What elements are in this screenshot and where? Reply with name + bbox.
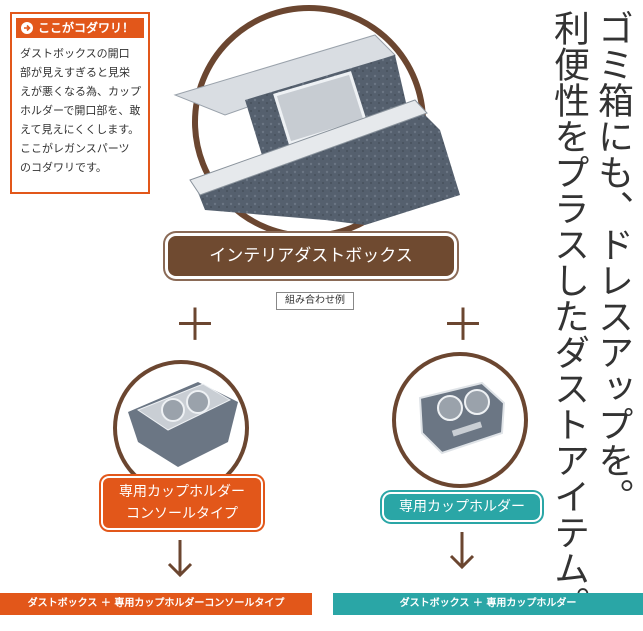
note-line: 部が見えすぎると見栄: [20, 66, 130, 79]
note-line: ここがレガンスパーツ: [20, 142, 130, 155]
main-product-label: インテリアダストボックス: [168, 236, 454, 276]
note-heading-text: ここがコダワリ！: [38, 21, 135, 35]
console-holder-image: [128, 382, 238, 467]
arrow-right-icon: [21, 22, 33, 34]
note-body: ダストボックスの開口 部が見えすぎると見栄 えが悪くなる為、カップ ホルダーで開…: [20, 44, 146, 177]
plus-icon: ＋: [441, 300, 485, 351]
note-line: ホルダーで開口部を、敢: [20, 104, 141, 117]
note-line: えが悪くなる為、カップ: [20, 85, 141, 98]
console-holder-label-line1: 専用カップホルダー: [119, 484, 245, 500]
note-line: ダストボックスの開口: [20, 47, 130, 60]
note-line: のコダワリです。: [20, 161, 107, 174]
arrow-down-icon: [449, 532, 475, 570]
cup-holder-label: 専用カップホルダー: [384, 494, 540, 520]
note-line: えて見えにくくします。: [20, 123, 140, 136]
headline-column-2: 利便性をプラスしたダストアイテム。: [548, 10, 589, 622]
console-holder-label-line2: コンソールタイプ: [126, 506, 238, 522]
feature-note-box: ここがコダワリ！ ダストボックスの開口 部が見えすぎると見栄 えが悪くなる為、カ…: [10, 12, 150, 194]
plus-icon: ＋: [173, 300, 217, 351]
cup-holder-image: [418, 381, 506, 455]
result-bar-cup-holder: ダストボックス ＋ 専用カップホルダー: [333, 593, 643, 615]
arrow-down-icon: [167, 540, 193, 578]
note-heading: ここがコダワリ！: [16, 18, 144, 38]
combination-label: 組み合わせ例: [276, 292, 354, 310]
result-bar-console: ダストボックス ＋ 専用カップホルダーコンソールタイプ: [0, 593, 312, 615]
dust-box-image: [173, 34, 460, 225]
headline-column-1: ゴミ箱にも、ドレスアップを。: [592, 10, 633, 514]
console-holder-label: 専用カップホルダー コンソールタイプ: [103, 478, 261, 528]
